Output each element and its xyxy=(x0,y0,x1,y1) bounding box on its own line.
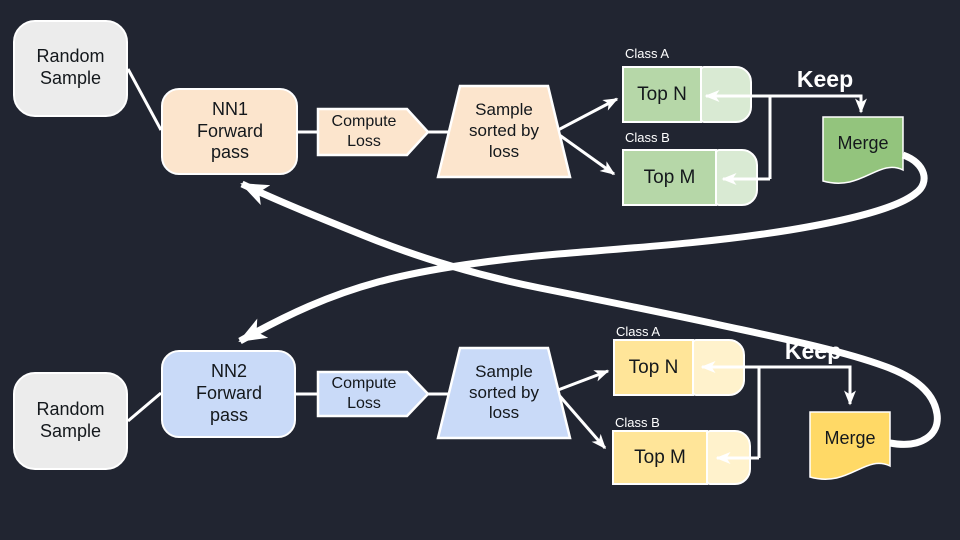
random-sample-box-bottom xyxy=(13,372,128,470)
sorted-label-top: Sample sorted by loss xyxy=(469,100,539,161)
arrow-sort-to-class-b-bottom xyxy=(556,393,607,450)
compute-loss-shape-top xyxy=(316,107,430,157)
class-a-keep-cell-top: Top N xyxy=(622,66,702,123)
connector-sample-to-nn1 xyxy=(126,68,163,131)
cross-arrow-merge1-to-nn2 xyxy=(238,151,928,345)
merge-label-bottom: Merge xyxy=(824,428,876,449)
compute-loss-label-bottom: Compute Loss xyxy=(331,375,397,412)
merge-doc-top xyxy=(822,116,904,184)
sorted-trapezoid-bottom xyxy=(436,346,572,440)
arrow-sort-to-class-a-top xyxy=(557,97,619,132)
class-b-keep-cell-bottom: Top M xyxy=(612,430,708,485)
class-b-label-top: Class B xyxy=(625,130,670,145)
sorted-trapezoid-top xyxy=(436,84,572,179)
connector-sample-to-nn2 xyxy=(127,391,162,423)
class-b-label-bottom: Class B xyxy=(615,415,660,430)
merge-label-top: Merge xyxy=(837,133,889,154)
class-b-keep-cell-top: Top M xyxy=(622,149,717,206)
class-a-label-top: Class A xyxy=(625,46,670,61)
class-a-label-bottom: Class A xyxy=(616,324,661,339)
nn1-box xyxy=(161,88,298,175)
random-sample-label-top: Random Sample xyxy=(36,46,105,88)
merge-doc-bottom xyxy=(809,411,891,480)
nn1-label: NN1 Forward pass xyxy=(196,98,263,163)
cross-arrow-merge2-to-nn1 xyxy=(240,180,941,448)
random-sample-box-top xyxy=(13,20,128,117)
keep-label-bottom: Keep xyxy=(784,337,842,364)
class-a-keep-cell-bottom: Top N xyxy=(613,339,694,396)
arrow-keep-to-merge-bottom xyxy=(759,365,856,406)
class-a-box-top: Top N xyxy=(622,66,752,123)
arrow-sort-to-class-a-bottom xyxy=(557,369,610,392)
keep-label-top: Keep xyxy=(796,65,854,92)
class-a-box-bottom: Top N xyxy=(613,339,745,396)
arrow-keep-to-merge-top xyxy=(770,94,867,114)
sorted-label-bottom: Sample sorted by loss xyxy=(469,361,539,423)
random-sample-label-bottom: Random Sample xyxy=(36,399,105,441)
compute-loss-shape-bottom xyxy=(316,370,430,418)
arrow-sort-to-class-b-top xyxy=(557,132,616,176)
nn2-label: NN2 Forward pass xyxy=(195,361,262,425)
compute-loss-label-top: Compute Loss xyxy=(331,113,397,150)
